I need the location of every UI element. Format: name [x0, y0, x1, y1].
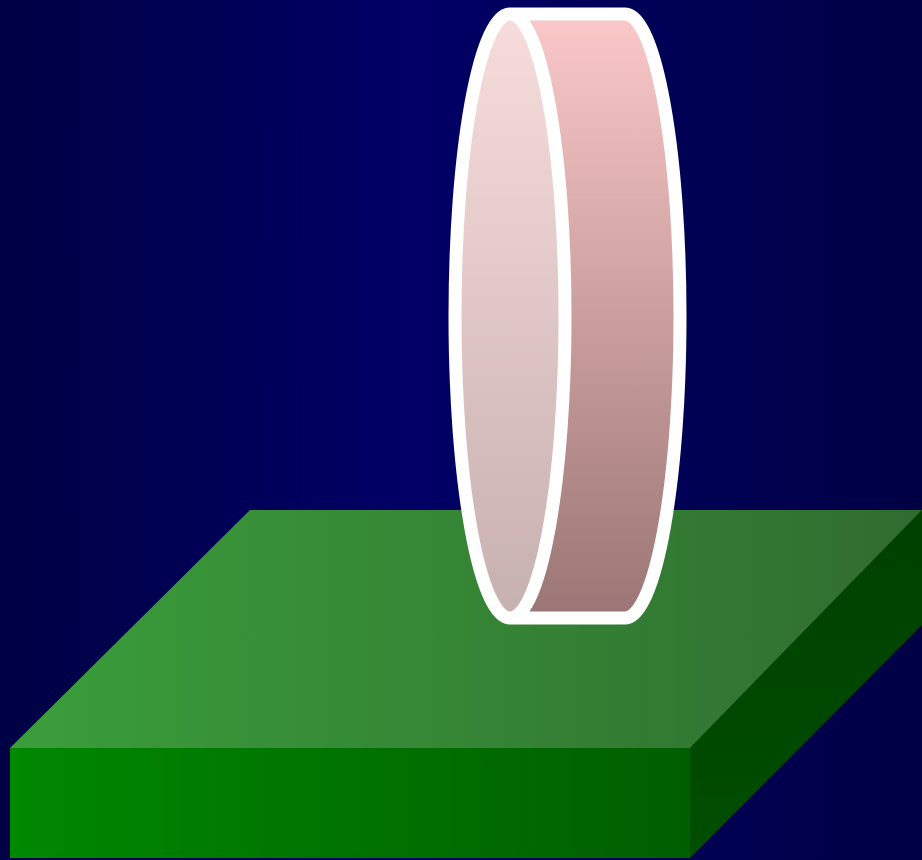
slab-front-face [10, 748, 690, 858]
disc-face [455, 14, 565, 618]
disc [455, 14, 680, 618]
